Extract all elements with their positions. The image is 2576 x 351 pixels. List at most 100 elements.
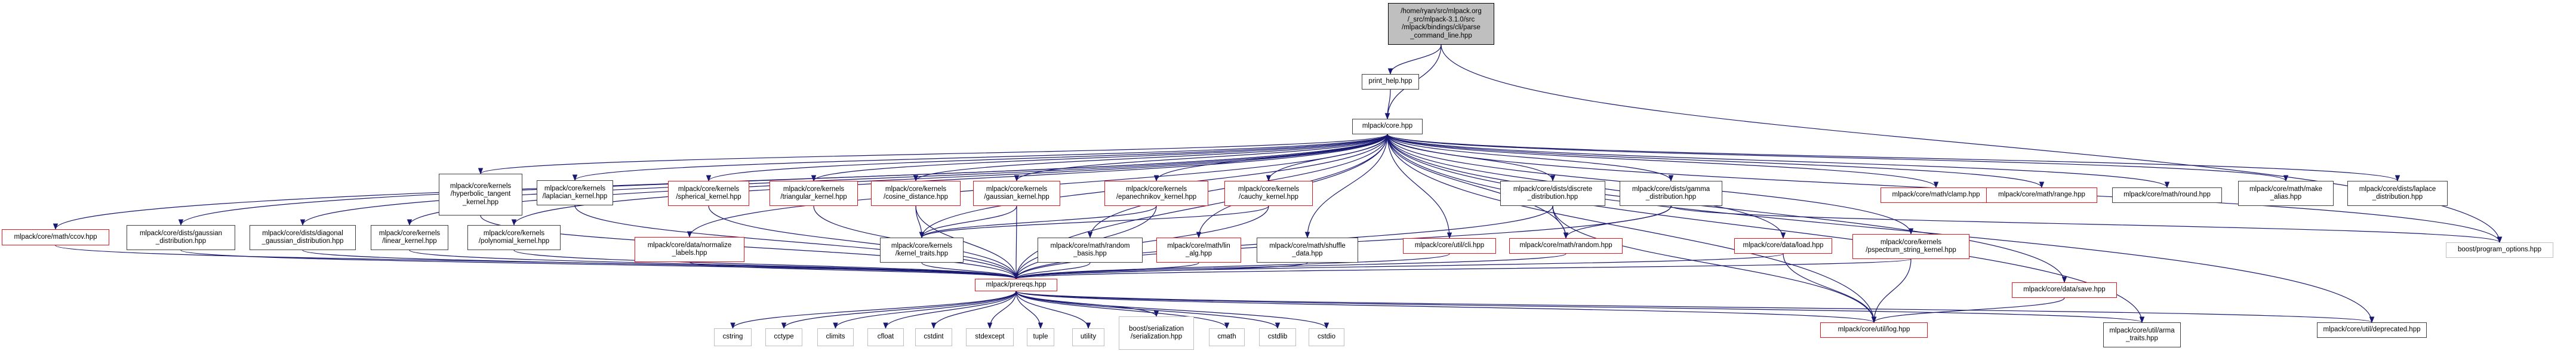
graph-node-epan-k[interactable]: mlpack/core/kernels /epanechnikov_kernel… [1104, 181, 1208, 206]
graph-node-label: mlpack/core/dists/laplace _distribution.… [2359, 185, 2436, 201]
graph-node-ccov[interactable]: mlpack/core/math/ccov.hpp [2, 229, 109, 245]
graph-node-label: cctype [774, 333, 794, 341]
edge-core-to-laplace [1387, 134, 2400, 182]
graph-node-ktraits[interactable]: mlpack/core/kernels /kernel_traits.hpp [880, 238, 964, 263]
graph-node-discrete[interactable]: mlpack/core/dists/discrete _distribution… [1500, 181, 1605, 206]
graph-node-clamp[interactable]: mlpack/core/math/clamp.hpp [1881, 187, 1992, 203]
graph-node-laplace[interactable]: mlpack/core/dists/laplace _distribution.… [2347, 181, 2448, 206]
graph-node-rbasis[interactable]: mlpack/core/math/random _basis.hpp [1038, 238, 1143, 263]
graph-node-label: utility [1080, 333, 1097, 341]
edge-core-to-cosd [913, 134, 1388, 182]
graph-node-diag-gauss[interactable]: mlpack/core/dists/diagonal _gaussian_dis… [250, 225, 356, 250]
edge-gauss_k-to-prereqs [1013, 205, 1019, 280]
graph-node-cosd[interactable]: mlpack/core/kernels /cosine_distance.hpp [871, 181, 961, 206]
graph-node-prereqs[interactable]: mlpack/prereqs.hpp [975, 279, 1057, 291]
graph-node-stdexcept[interactable]: stdexcept [966, 328, 1014, 346]
graph-node-label: cstdint [924, 333, 944, 341]
graph-node-range[interactable]: mlpack/core/math/range.hpp [1986, 187, 2097, 203]
graph-node-label: mlpack/core/math/lin _alg.hpp [1167, 242, 1230, 258]
graph-node-normlab[interactable]: mlpack/core/data/normalize _labels.hpp [635, 237, 744, 262]
edge-prereqs-to-cfloat [883, 291, 1017, 330]
edge-prereqs-to-tuple [1015, 291, 1044, 330]
graph-node-hyper-k[interactable]: mlpack/core/kernels /hyperbolic_tangent … [439, 174, 522, 215]
graph-node-makealias[interactable]: mlpack/core/math/make _alias.hpp [2238, 181, 2334, 206]
edge-core-to-tri_k [811, 134, 1388, 182]
edge-prereqs-to-deprecated [1015, 291, 2374, 324]
graph-node-lap-k[interactable]: mlpack/core/kernels /laplacian_kernel.hp… [537, 180, 613, 205]
graph-node-sph-k[interactable]: mlpack/core/kernels /spherical_kernel.hp… [668, 181, 749, 206]
edge-sph_k-to-prereqs [708, 205, 1019, 280]
edge-core-to-clamp [1387, 134, 1939, 189]
graph-node-save[interactable]: mlpack/core/data/save.hpp [2012, 282, 2117, 298]
graph-node-progopts[interactable]: boost/program_options.hpp [2446, 242, 2553, 258]
graph-node-linalg[interactable]: mlpack/core/math/lin _alg.hpp [1156, 238, 1241, 263]
edge-root-to-progopts [1441, 44, 2503, 244]
edge-poly_k-to-prereqs [513, 250, 1018, 280]
graph-node-label: mlpack/core/math/round.hpp [2123, 191, 2211, 199]
edge-gauss_dist-to-prereqs [180, 250, 1018, 280]
graph-node-label: stdexcept [975, 333, 1005, 341]
graph-node-random[interactable]: mlpack/core/math/random.hpp [1509, 238, 1623, 254]
graph-node-label: mlpack/core/util/deprecated.hpp [2323, 326, 2421, 334]
edge-core-to-makealias [1387, 134, 2288, 182]
graph-node-label: mlpack/core/kernels /polynomial_kernel.h… [478, 229, 550, 245]
graph-node-round[interactable]: mlpack/core/math/round.hpp [2112, 187, 2222, 203]
graph-node-cstdlib[interactable]: cstdlib [1259, 328, 1296, 346]
edge-prereqs-to-cctype [781, 291, 1017, 330]
graph-node-pspec[interactable]: mlpack/core/kernels /pspectrum_string_ke… [1852, 234, 1969, 259]
graph-node-label: mlpack/core/kernels /pspectrum_string_ke… [1866, 238, 1956, 254]
graph-node-print-help[interactable]: print_help.hpp [1362, 74, 1419, 90]
graph-node-label: mlpack/core/math/clamp.hpp [1892, 191, 1980, 199]
graph-node-poly-k[interactable]: mlpack/core/kernels /polynomial_kernel.h… [467, 225, 561, 250]
graph-node-label: mlpack/prereqs.hpp [986, 281, 1047, 288]
graph-node-label: mlpack/core/data/normalize _labels.hpp [647, 241, 732, 257]
graph-node-cmath[interactable]: cmath [1209, 328, 1245, 346]
edge-core-to-random [1387, 134, 1569, 239]
graph-node-deprecated[interactable]: mlpack/core/util/deprecated.hpp [2317, 322, 2427, 338]
edge-pspec-to-prereqs [1014, 258, 1912, 280]
graph-node-root[interactable]: /home/ryan/src/mlpack.org /_src/mlpack-3… [1388, 3, 1494, 45]
graph-node-label: cmath [1217, 333, 1236, 341]
edge-prereqs-to-cmath [1015, 291, 1230, 330]
graph-node-bser[interactable]: boost/serialization /serialization.hpp [1119, 316, 1194, 350]
edge-diag_gauss-to-prereqs [302, 250, 1018, 280]
graph-node-label: mlpack/core/dists/gaussian _distribution… [139, 229, 223, 245]
graph-node-label: mlpack/core/kernels /hyperbolic_tangent … [450, 182, 512, 206]
graph-node-armatraits[interactable]: mlpack/core/util/arma _traits.hpp [2103, 322, 2181, 347]
edge-discrete-to-random [1552, 205, 1569, 239]
graph-node-label: cstring [722, 333, 743, 341]
graph-node-label: mlpack/core/math/range.hpp [1998, 191, 2085, 199]
graph-node-shuffle[interactable]: mlpack/core/math/shuffle _data.hpp [1257, 238, 1358, 263]
edge-prereqs-to-utility [1015, 291, 1091, 330]
graph-node-tuple[interactable]: tuple [1027, 328, 1054, 346]
graph-node-cstring[interactable]: cstring [714, 328, 752, 346]
graph-node-utility[interactable]: utility [1072, 328, 1104, 346]
graph-node-cauchy-k[interactable]: mlpack/core/kernels /cauchy_kernel.hpp [1224, 181, 1313, 206]
edge-prereqs-to-cstdlib [1015, 291, 1281, 330]
edge-core-to-range [1387, 134, 2045, 189]
graph-node-log[interactable]: mlpack/core/util/log.hpp [1820, 322, 1928, 338]
graph-node-cstdio[interactable]: cstdio [1309, 328, 1344, 346]
graph-node-cstdint[interactable]: cstdint [915, 328, 952, 346]
graph-node-label: mlpack/core/util/arma _traits.hpp [2109, 327, 2175, 343]
graph-node-cctype[interactable]: cctype [765, 328, 802, 346]
graph-node-core[interactable]: mlpack/core.hpp [1352, 119, 1423, 134]
graph-node-gamma[interactable]: mlpack/core/dists/gamma _distribution.hp… [1620, 181, 1722, 206]
edge-core-to-cli [1387, 134, 1452, 239]
graph-node-label: mlpack/core/math/random _basis.hpp [1050, 242, 1130, 258]
edge-core-to-hyper_k [478, 134, 1388, 175]
edge-core-to-gauss_dist [178, 134, 1388, 226]
graph-node-tri-k[interactable]: mlpack/core/kernels /triangular_kernel.h… [770, 181, 858, 206]
edge-prereqs-to-climits [833, 291, 1017, 330]
graph-node-linear-k[interactable]: mlpack/core/kernels /linear_kernel.hpp [371, 225, 448, 250]
graph-node-load[interactable]: mlpack/core/data/load.hpp [1734, 238, 1832, 254]
graph-node-cli[interactable]: mlpack/core/util/cli.hpp [1403, 238, 1496, 254]
graph-node-gauss-k[interactable]: mlpack/core/kernels /gaussian_kernel.hpp [973, 181, 1060, 206]
graph-node-cfloat[interactable]: cfloat [867, 328, 904, 346]
edge-load-to-prereqs [1014, 253, 1784, 280]
graph-node-label: mlpack/core/dists/discrete _distribution… [1513, 185, 1593, 201]
edge-prereqs-to-cstdio [1015, 291, 1329, 330]
graph-node-label: cstdlib [1267, 333, 1288, 341]
graph-node-gauss-dist[interactable]: mlpack/core/dists/gaussian _distribution… [127, 225, 235, 250]
graph-node-climits[interactable]: climits [817, 328, 854, 346]
